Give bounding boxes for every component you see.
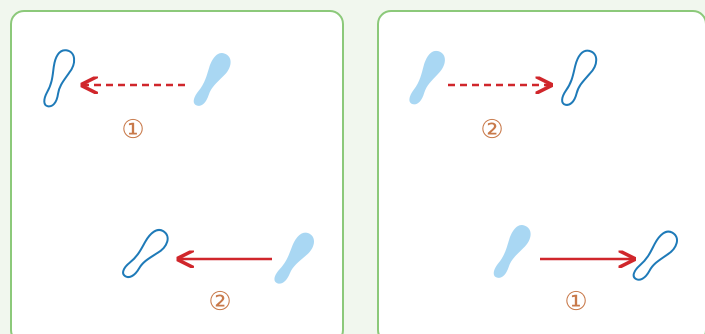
foot-filled-icon [193,53,231,106]
right-top-filled-foot [409,50,445,105]
right-bottom-step-number: ① [564,287,587,317]
foot-filled-icon [493,225,531,278]
foot-outline-icon [43,49,76,108]
left-bottom-filled-foot [274,232,314,284]
left-top-step-number: ① [121,115,144,145]
left-top-filled-foot [193,53,231,106]
foot-outline-icon [122,228,169,279]
right-top-step-number: ② [480,115,503,145]
left-top-outline-foot [43,49,76,108]
foot-filled-icon [409,50,445,105]
left-bottom-step-number: ② [208,287,231,317]
foot-outline-icon [561,49,598,106]
right-bottom-filled-foot [493,225,531,278]
right-bottom-outline-foot [632,230,678,281]
left-bottom-outline-foot [122,228,169,279]
foot-outline-icon [632,230,678,281]
foot-filled-icon [274,232,314,284]
right-top-outline-foot [561,49,598,106]
